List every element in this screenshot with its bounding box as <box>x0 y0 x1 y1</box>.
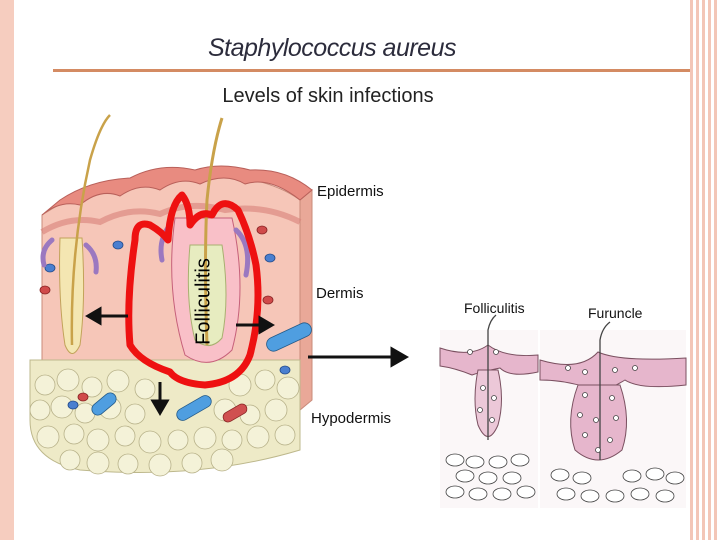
skin-cross-section <box>29 114 313 477</box>
label-hypodermis: Hypodermis <box>311 410 392 427</box>
slide-title: Staphylococcus aureus <box>208 34 456 62</box>
label-folliculitis-vertical: Folliculitis <box>192 258 215 345</box>
slide-right-border <box>690 0 720 540</box>
label-epidermis: Epidermis <box>317 183 384 200</box>
title-rule <box>53 69 690 72</box>
label-folliculitis-panel: Folliculitis <box>464 300 525 316</box>
folliculitis-panel-image <box>439 314 539 508</box>
label-furuncle-panel: Furuncle <box>588 305 643 321</box>
furuncle-panel-image <box>539 321 687 508</box>
infection-outline <box>125 191 262 389</box>
label-dermis: Dermis <box>316 285 364 302</box>
slide-subtitle: Levels of skin infections <box>222 85 434 107</box>
slide-left-border <box>0 0 14 540</box>
spread-arrows <box>85 306 410 416</box>
